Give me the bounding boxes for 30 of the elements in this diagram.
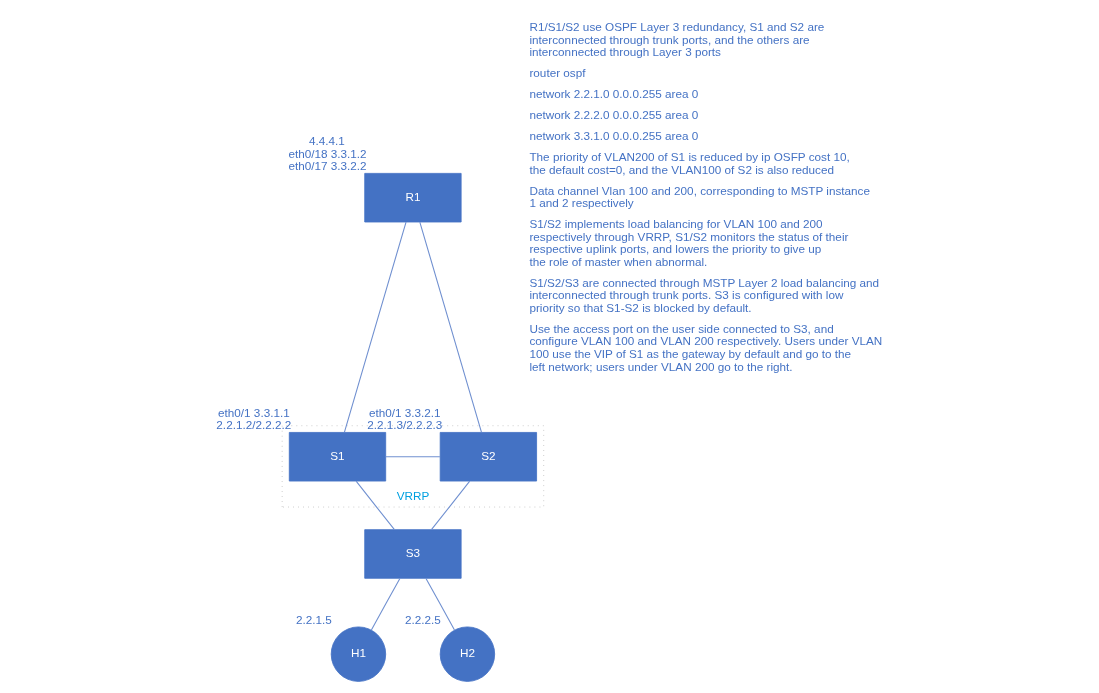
- node-circle: H2: [439, 626, 495, 682]
- connector: [384, 456, 440, 458]
- node-label: 2.2.2.5: [404, 612, 441, 626]
- node-label: eth0/17 3.3.2.2: [287, 159, 367, 173]
- label: network 2.2.1.0 0.0.0.255 area 0: [528, 87, 698, 101]
- label: Use the access port on the user side connected to S3, and configure VLAN 100 and VLAN 200 respectively. Users under VLAN 100 use the VIP of S1 as the gateway by default and go to the left network; users under VLAN 200 go to the right.: [528, 321, 882, 373]
- label: R1/S1/S2 use OSPF Layer 3 redundancy, S1 and S2 are interconnected through trunk ports, and the others are interconnected through Layer 3 ports: [528, 20, 824, 59]
- connector: [370, 577, 400, 631]
- node-label: 2.2.1.5: [295, 612, 332, 626]
- node-label: 4.4.4.1: [308, 134, 345, 148]
- connector: [424, 577, 455, 631]
- label: The priority of VLAN200 of S1 is reduced by ip OSFP cost 10, the default cost=0, and the VLAN100 of S2 is also reduced: [528, 149, 850, 176]
- node-box: S2: [439, 432, 537, 482]
- node-label: eth0/1 3.3.2.1: [368, 405, 441, 419]
- label: Data channel Vlan 100 and 200, corresponding to MSTP instance 1 and 2 respectively: [528, 183, 870, 210]
- node-label: eth0/1 3.3.1.1: [217, 405, 290, 419]
- connector: [418, 221, 482, 433]
- connector: [355, 480, 395, 530]
- connector: [343, 221, 407, 433]
- node-box: R1: [363, 172, 462, 223]
- label: S1/S2/S3 are connected through MSTP Layer 2 load balancing and interconnected through trunk ports. S3 is configured with low priority so that S1-S2 is blocked by default.: [528, 275, 879, 314]
- label: router ospf: [528, 66, 585, 80]
- label: network 3.3.1.0 0.0.0.255 area 0: [528, 129, 698, 143]
- node-box: S1: [288, 432, 386, 482]
- connector: [430, 480, 470, 530]
- label: network 2.2.2.0 0.0.0.255 area 0: [528, 108, 698, 122]
- node-label: eth0/18 3.3.1.2: [287, 146, 367, 160]
- node-box: S3: [363, 529, 462, 579]
- label: S1/S2 implements load balancing for VLAN 100 and 200 respectively through VRRP, S1/S2 monitors the status of their respective uplink ports, and lowers the priority to give up the role of master when abnormal.: [528, 217, 848, 268]
- node-circle: H1: [330, 626, 386, 682]
